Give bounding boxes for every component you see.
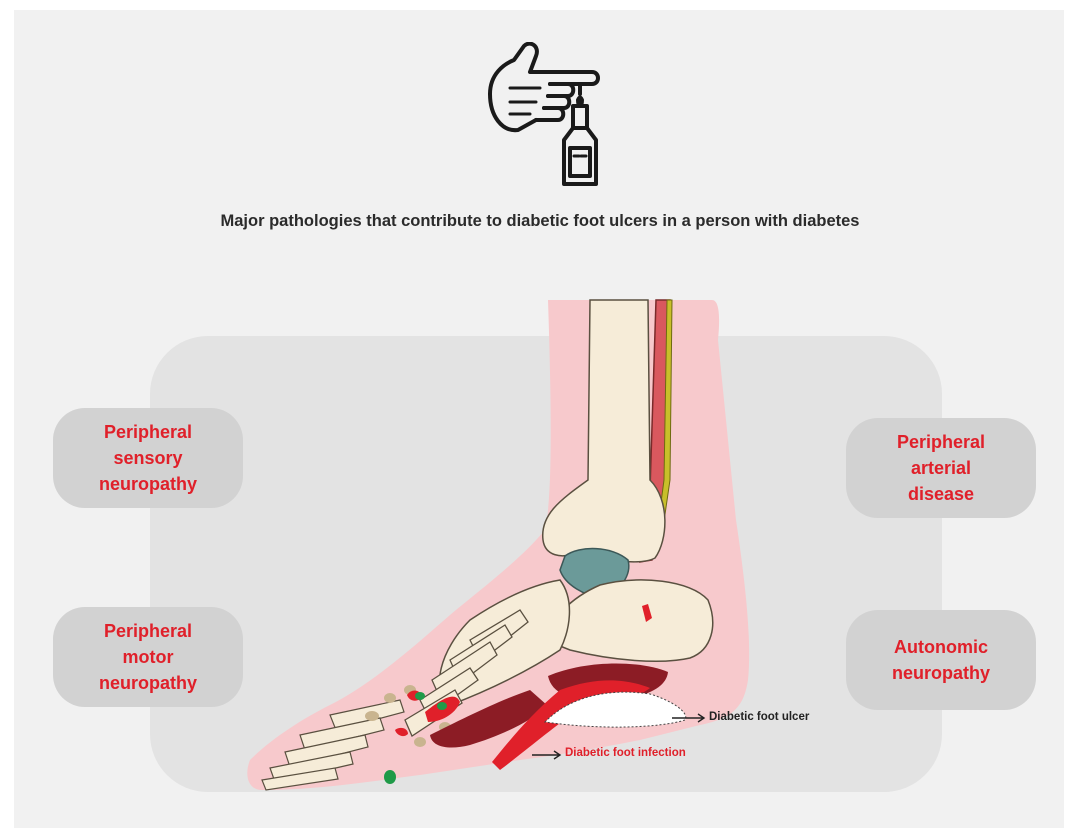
foot-anatomy-illustration [240, 290, 800, 810]
box-autonomic-neuropathy: Autonomic neuropathy [846, 610, 1036, 710]
ulcer-spot-3 [384, 770, 396, 784]
box-peripheral-sensory-neuropathy: Peripheral sensory neuropathy [53, 408, 243, 508]
label-diabetic-foot-infection: Diabetic foot infection [565, 747, 686, 759]
box-peripheral-motor-neuropathy: Peripheral motor neuropathy [53, 607, 243, 707]
ulcer-spot-1 [415, 692, 425, 700]
hand-dropper-bottle-icon [480, 42, 620, 192]
box-peripheral-arterial-disease: Peripheral arterial disease [846, 418, 1036, 518]
label-diabetic-foot-ulcer: Diabetic foot ulcer [709, 711, 809, 723]
ulcer-spot-2 [437, 702, 447, 710]
diagram-title: Major pathologies that contribute to dia… [220, 207, 860, 236]
